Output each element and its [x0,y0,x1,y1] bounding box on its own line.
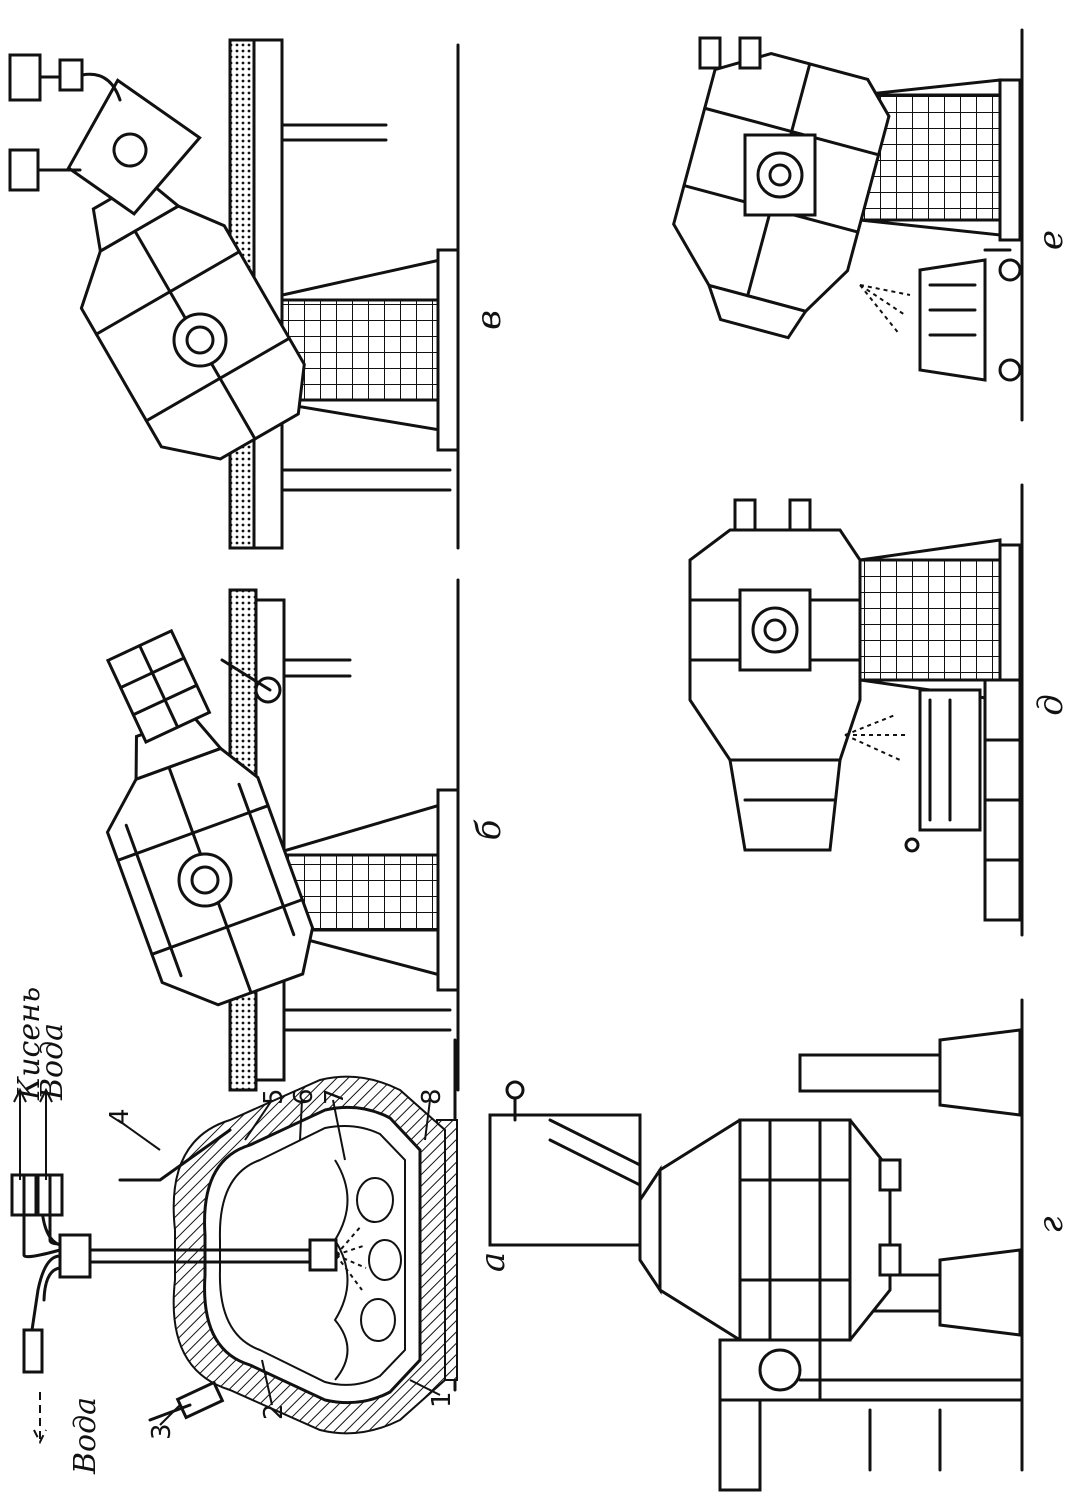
panel-v-letter: в [469,310,509,330]
panel-d-tapping [688,483,1024,937]
panel-v-pouring [8,38,460,550]
water-out-label: Вода [68,1397,103,1475]
panel-e-letter: е [1031,230,1071,250]
panel-a-converter-section [10,1038,458,1435]
callouts: 1 2 3 4 5 6 7 8 [105,1088,457,1440]
callout-1: 1 [427,1391,457,1408]
callout-5: 5 [259,1088,289,1105]
panel-b-letter: б [469,819,509,840]
callout-8: 8 [417,1088,447,1105]
slag-stream [859,284,911,336]
oxygen-in-label: Кисень [12,987,47,1101]
steel-stream [844,714,905,761]
callout-4: 4 [105,1108,135,1125]
callout-3: 3 [147,1423,177,1440]
panel-d-letter: д [1031,694,1071,716]
callout-7: 7 [320,1088,350,1105]
callout-6: 6 [289,1088,319,1105]
panel-g-blowing [488,998,1024,1492]
panel-g-letter: г [1031,1216,1071,1233]
callout-2: 2 [259,1403,289,1420]
oxygen-jet [335,1224,367,1291]
panel-e-slag [672,28,1024,422]
water-in-label: Вода [35,1023,70,1101]
panel-a-letter: а [473,1252,513,1272]
flow-labels: Кисень Вода Вода [12,987,103,1475]
panel-b-charging [105,578,460,1092]
